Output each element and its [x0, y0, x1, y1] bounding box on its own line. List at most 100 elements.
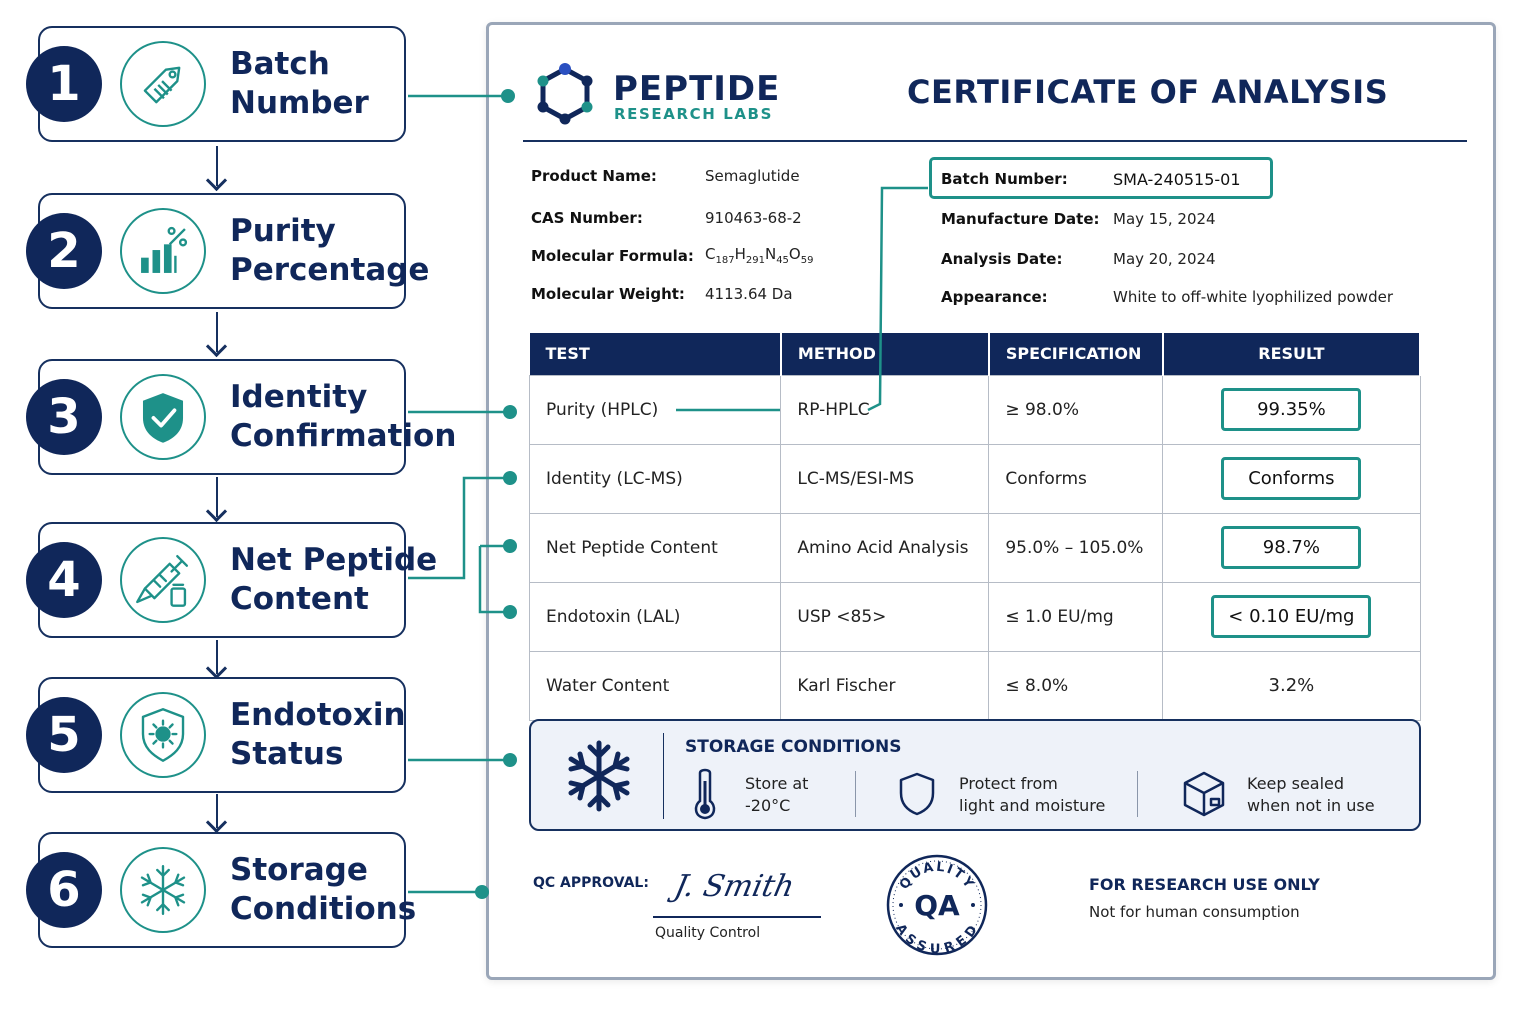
snowflake-icon: [568, 740, 630, 812]
percent-chart-icon: [120, 208, 206, 294]
logo-name: PEPTIDE: [613, 69, 781, 109]
column-header-specification: SPECIFICATION: [988, 333, 1164, 375]
specification-cell: ≤ 8.0%: [988, 650, 1164, 721]
step-number: 5: [26, 697, 102, 773]
table-header-row: TEST METHOD SPECIFICATION RESULT: [529, 333, 1422, 375]
signature-line: [653, 916, 821, 918]
storage-item-temperature: Store at-20°C: [745, 774, 809, 815]
shield-icon: [899, 772, 935, 816]
molecular-formula-label: Molecular Formula:: [531, 247, 694, 265]
product-name-label: Product Name:: [531, 167, 657, 185]
column-header-result: RESULT: [1162, 333, 1422, 375]
result-highlight: < 0.10 EU/mg: [1211, 595, 1372, 638]
storage-divider: [855, 771, 856, 817]
analysis-date-value: May 20, 2024: [1113, 250, 1216, 268]
analysis-date-label: Analysis Date:: [941, 250, 1063, 268]
shield-bacteria-icon: [120, 692, 206, 778]
result-cell: < 0.10 EU/mg: [1162, 581, 1421, 652]
appearance-value: White to off-white lyophilized powder: [1113, 288, 1393, 306]
cas-number-label: CAS Number:: [531, 209, 643, 227]
box-icon: [1183, 771, 1225, 817]
method-cell: RP-HPLC: [780, 374, 990, 445]
cas-number-value: 910463-68-2: [705, 209, 802, 227]
step-number: 4: [26, 542, 102, 618]
seal-center-text: QA: [914, 889, 960, 922]
signer-role: Quality Control: [655, 925, 761, 941]
svg-text:ASSURED: ASSURED: [892, 921, 982, 957]
storage-conditions-panel: STORAGE CONDITIONS Store at-20°C Protect…: [529, 719, 1421, 831]
method-cell: USP <85>: [780, 581, 990, 652]
seal-bottom-text: ASSURED: [892, 921, 980, 957]
result-cell: Conforms: [1162, 443, 1421, 514]
hexagon-molecule-logo-icon: [537, 63, 593, 125]
human-consumption-notice: Not for human consumption: [1089, 903, 1300, 921]
column-header-method: METHOD: [780, 333, 990, 375]
syringe-vial-icon: [120, 537, 206, 623]
storage-divider: [1137, 771, 1138, 817]
quality-assured-seal: QUALITY ASSURED QA: [886, 854, 988, 957]
flow-arrow: [216, 640, 218, 674]
signature: J. Smith: [671, 869, 798, 904]
thermometer-icon: [694, 768, 716, 820]
flow-arrow: [216, 477, 218, 517]
storage-title: STORAGE CONDITIONS: [685, 737, 902, 757]
batch-number-label: Batch Number:: [941, 170, 1068, 188]
qc-approval-label: QC APPROVAL:: [533, 875, 649, 891]
molecular-weight-label: Molecular Weight:: [531, 285, 685, 303]
table-row: Purity (HPLC) RP-HPLC ≥ 98.0% 99.35%: [528, 374, 1421, 445]
tag-icon: [120, 41, 206, 127]
molecular-weight-value: 4113.64 Da: [705, 285, 793, 303]
certificate-title: CERTIFICATE OF ANALYSIS: [907, 73, 1389, 111]
manufacture-date-label: Manufacture Date:: [941, 210, 1100, 228]
batch-number-highlight: [929, 157, 1273, 199]
header-divider: [523, 140, 1467, 142]
results-table: TEST METHOD SPECIFICATION RESULT Purity …: [528, 333, 1422, 721]
result-highlight: 98.7%: [1221, 526, 1362, 569]
appearance-label: Appearance:: [941, 288, 1048, 306]
table-row: Identity (LC-MS) LC-MS/ESI-MS Conforms C…: [528, 443, 1421, 514]
method-cell: Karl Fischer: [780, 650, 990, 721]
column-header-test: TEST: [529, 333, 782, 375]
step-number: 2: [26, 213, 102, 289]
specification-cell: ≥ 98.0%: [988, 374, 1164, 445]
test-cell: Net Peptide Content: [528, 512, 782, 583]
specification-cell: 95.0% – 105.0%: [988, 512, 1164, 583]
step-number: 3: [26, 379, 102, 455]
result-cell: 98.7%: [1162, 512, 1421, 583]
result-cell: 3.2%: [1162, 650, 1421, 721]
research-use-notice: FOR RESEARCH USE ONLY: [1089, 875, 1320, 894]
test-cell: Water Content: [528, 650, 782, 721]
storage-divider: [663, 733, 664, 819]
table-row: Net Peptide Content Amino Acid Analysis …: [528, 512, 1421, 583]
product-name-value: Semaglutide: [705, 167, 800, 185]
result-highlight: Conforms: [1221, 457, 1362, 500]
flow-arrow: [216, 312, 218, 352]
table-row: Endotoxin (LAL) USP <85> ≤ 1.0 EU/mg < 0…: [528, 581, 1421, 652]
logo-subtitle: RESEARCH LABS: [614, 105, 773, 123]
shield-check-icon: [120, 374, 206, 460]
step-number: 6: [26, 852, 102, 928]
manufacture-date-value: May 15, 2024: [1113, 210, 1216, 228]
method-cell: Amino Acid Analysis: [780, 512, 990, 583]
method-cell: LC-MS/ESI-MS: [780, 443, 990, 514]
step-number: 1: [26, 46, 102, 122]
table-row: Water Content Karl Fischer ≤ 8.0% 3.2%: [528, 650, 1421, 721]
test-cell: Endotoxin (LAL): [528, 581, 782, 652]
flow-arrow: [216, 794, 218, 828]
test-cell: Identity (LC-MS): [528, 443, 782, 514]
result-highlight: 99.35%: [1221, 388, 1362, 431]
